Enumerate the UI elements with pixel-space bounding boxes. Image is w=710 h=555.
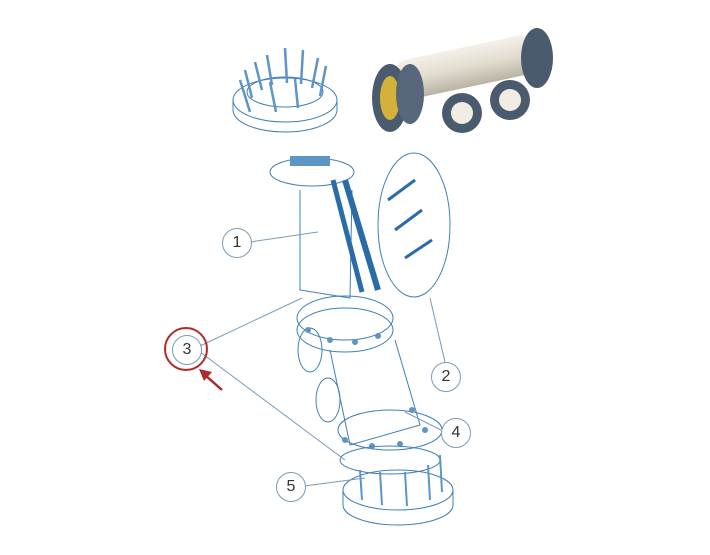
callout-3: 3 xyxy=(172,335,202,365)
leader-lines xyxy=(199,231,446,487)
callout-4: 4 xyxy=(441,418,471,448)
top-flange-bolts-part xyxy=(232,47,338,133)
red-arrow-icon xyxy=(199,369,223,391)
callout-2: 2 xyxy=(431,362,461,392)
callout-5: 5 xyxy=(276,472,306,502)
reactor-body-part xyxy=(296,295,443,451)
callout-1: 1 xyxy=(222,228,252,258)
clamp-kit-part xyxy=(377,152,451,298)
callout-3-highlight-ring xyxy=(164,327,208,371)
lamp-module-part xyxy=(269,156,381,299)
bottom-flange-part xyxy=(339,445,454,526)
assembled-unit-photo xyxy=(352,28,557,138)
